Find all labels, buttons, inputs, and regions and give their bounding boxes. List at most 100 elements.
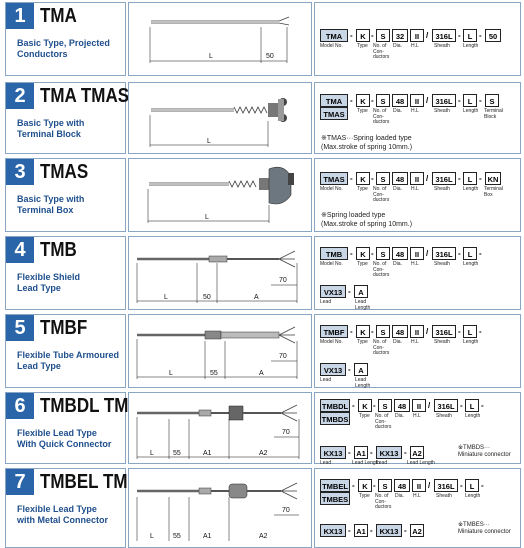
- product-row-3: 3 TMAS Basic Type with Terminal Box L TM…: [0, 156, 524, 234]
- code-conductors: S: [378, 399, 392, 412]
- code-lead-length-1: A1: [354, 524, 368, 537]
- code-sheath: 316L: [432, 172, 456, 185]
- code-conductors: S: [376, 325, 390, 338]
- code-sheath: 316L: [432, 325, 456, 338]
- product-row-2: 2 TMA TMAS Basic Type with Terminal Bloc…: [0, 80, 524, 156]
- product-row-4: 4 TMB Flexible Shield Lead Type 70 L 50 …: [0, 234, 524, 312]
- product-label-panel: 7 TMBEL TMBES Flexible Lead Type with Me…: [5, 468, 162, 548]
- dim-L: L: [150, 450, 154, 457]
- code-length: L: [463, 247, 477, 260]
- code-diameter: 48: [392, 247, 408, 260]
- code-hl: II: [410, 94, 424, 107]
- sensor-drawing: L: [149, 98, 287, 147]
- code-conductors: S: [376, 247, 390, 260]
- product-label-panel: 6 TMBDL TMBDS Flexible Lead Type With Qu…: [5, 392, 164, 464]
- code-type: K: [356, 172, 370, 185]
- sensor-drawing: 70 L 50 A: [136, 250, 298, 303]
- product-description: Basic Type with Terminal Block: [17, 118, 85, 139]
- dim-70: 70: [282, 429, 290, 436]
- code-length: L: [463, 29, 477, 42]
- dim-55: 55: [173, 450, 181, 457]
- code-lead-length-2: A2: [410, 524, 424, 537]
- dim-L: L: [150, 533, 154, 540]
- product-model: TMA TMAS: [40, 85, 130, 107]
- spring-note: ※Spring loaded type (Max.stroke of sprin…: [321, 212, 413, 228]
- order-code-panel: TMBDL TMBDS - K - S 48 II / 316L - L - T…: [314, 392, 521, 466]
- code-model: TMBEL: [320, 479, 350, 492]
- code-type: K: [356, 29, 370, 42]
- code-hl: II: [410, 29, 424, 42]
- dim-L: L: [169, 370, 173, 377]
- order-code-panel: TMBEL TMBES - K - S 48 II / 316L - L - T…: [314, 468, 521, 548]
- product-drawing: 70 L 50 A: [128, 236, 312, 310]
- order-code-panel: TMA - K - S 32 II / 316L - L - 50 Model …: [314, 2, 521, 76]
- dim-70: 70: [279, 277, 287, 284]
- code-sheath: 316L: [432, 94, 456, 107]
- dim-55: 55: [173, 533, 181, 540]
- connector-note: ※TMBDS··· Miniature connector: [458, 445, 511, 458]
- product-number: 2: [6, 83, 34, 109]
- code-conductors: S: [376, 172, 390, 185]
- dim-70: 70: [282, 507, 290, 514]
- code-type: K: [356, 94, 370, 107]
- product-description: Basic Type, Projected Conductors: [17, 38, 110, 59]
- code-diameter: 48: [392, 172, 408, 185]
- order-code-panel: TMB - K - S 48 II / 316L - L - Model No.…: [314, 236, 521, 310]
- product-number: 3: [6, 159, 34, 185]
- sensor-drawing: 70 L 55 A1 A2: [136, 482, 299, 541]
- product-number: 1: [6, 3, 34, 29]
- dim-50: 50: [203, 294, 211, 301]
- code-type: K: [358, 399, 372, 412]
- dim-L: L: [209, 53, 213, 60]
- product-number: 4: [6, 237, 34, 263]
- product-drawing: L: [128, 82, 312, 154]
- code-length: L: [463, 325, 477, 338]
- sensor-drawing: L 50: [149, 16, 290, 63]
- product-description: Flexible Lead Type With Quick Connector: [17, 428, 112, 449]
- product-drawing: L: [128, 158, 312, 232]
- code-sheath: 316L: [434, 399, 458, 412]
- code-model-alt: TMBDS: [320, 412, 350, 425]
- code-type: K: [356, 247, 370, 260]
- code-lead: VX13: [320, 363, 346, 376]
- code-conductors: S: [376, 94, 390, 107]
- product-model: TMBF: [40, 317, 88, 339]
- product-label-panel: 5 TMBF Flexible Tube Armoured Lead Type: [5, 314, 126, 388]
- product-description: Flexible Shield Lead Type: [17, 272, 81, 293]
- product-row-7: 7 TMBEL TMBES Flexible Lead Type with Me…: [0, 466, 524, 548]
- dim-A1: A1: [203, 533, 212, 540]
- sensor-drawing: L: [147, 166, 294, 223]
- connector-note: ※TMBES··· Miniature connector: [458, 522, 511, 535]
- product-number: 6: [6, 393, 34, 419]
- code-model-alt: TMBES: [320, 492, 350, 505]
- code-hl: II: [410, 247, 424, 260]
- code-conductors: S: [378, 479, 392, 492]
- order-code-panel: TMAS - K - S 48 II / 316L - L - KN Model…: [314, 158, 521, 232]
- dim-A: A: [259, 370, 264, 377]
- product-number: 7: [6, 469, 34, 495]
- code-diameter: 48: [394, 399, 410, 412]
- code-terminal: S: [485, 94, 499, 107]
- code-length: L: [463, 172, 477, 185]
- code-model: TMB: [320, 247, 348, 260]
- code-length: L: [463, 94, 477, 107]
- code-diameter: 48: [394, 479, 410, 492]
- code-lead-2: KX13: [376, 446, 402, 459]
- product-number: 5: [6, 315, 34, 341]
- code-sheath: 316L: [434, 479, 458, 492]
- code-diameter: 48: [392, 94, 408, 107]
- code-lead-length-1: A1: [354, 446, 368, 459]
- code-lead-2: KX13: [376, 524, 402, 537]
- code-length: L: [465, 479, 479, 492]
- code-model: TMA: [320, 29, 348, 42]
- product-row-5: 5 TMBF Flexible Tube Armoured Lead Type …: [0, 312, 524, 390]
- code-lead-length-2: A2: [410, 446, 424, 459]
- code-length: L: [465, 399, 479, 412]
- dim-A: A: [254, 294, 259, 301]
- dim-55: 55: [210, 370, 218, 377]
- product-row-1: 1 TMA Basic Type, Projected Conductors L…: [0, 0, 524, 78]
- code-diameter: 32: [392, 29, 408, 42]
- product-drawing: 70 L 55 A1 A2: [128, 468, 312, 548]
- product-drawing: 70 L 55 A: [128, 314, 312, 388]
- product-label-panel: 4 TMB Flexible Shield Lead Type: [5, 236, 126, 310]
